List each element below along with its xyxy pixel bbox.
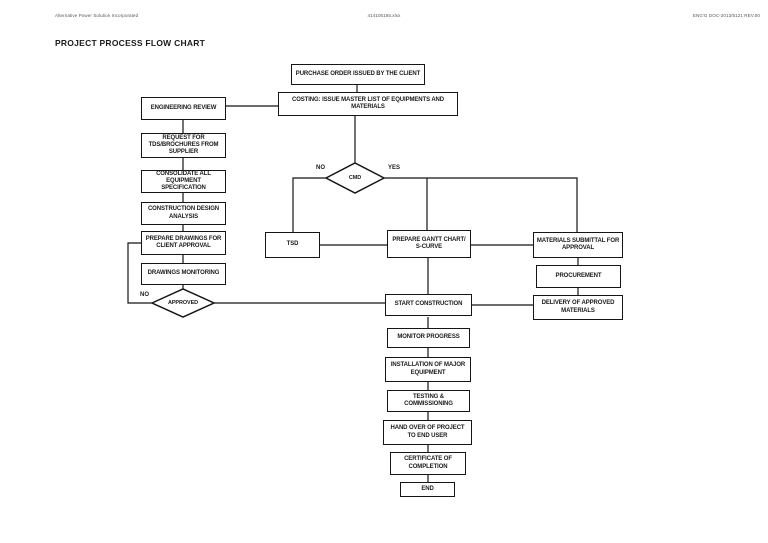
header-right: ENG'G DOC-2013/5121 REV.00 bbox=[692, 13, 760, 18]
decision-diamond-cmd bbox=[324, 162, 386, 194]
decision-label-cmd: CMD bbox=[348, 175, 362, 181]
edge-label-approved-no: NO bbox=[140, 292, 149, 298]
flow-node-procurement: PROCUREMENT bbox=[536, 265, 621, 288]
flow-node-handover: HAND OVER OF PROJECT TO END USER bbox=[383, 420, 472, 445]
flow-node-gantt-chart: PREPARE GANTT CHART/ S-CURVE bbox=[387, 230, 471, 258]
edge-label-cmd-yes: YES bbox=[388, 165, 401, 171]
edge-label-cmd-no: NO bbox=[316, 165, 325, 171]
flow-node-materials-submittal: MATERIALS SUBMITTAL FOR APPROVAL bbox=[533, 232, 623, 258]
flow-node-costing: COSTING: ISSUE MASTER LIST OF EQUIPMENTS… bbox=[278, 92, 458, 116]
flow-node-certificate-completion: CERTIFICATE OF COMPLETION bbox=[390, 452, 466, 475]
flow-node-tsd: TSD bbox=[265, 232, 320, 258]
flow-node-construction-design-analysis: CONSTRUCTION DESIGN ANALYSIS bbox=[141, 202, 226, 225]
flow-node-delivery-materials: DELIVERY OF APPROVED MATERIALS bbox=[533, 295, 623, 320]
page-title: PROJECT PROCESS FLOW CHART bbox=[55, 38, 206, 48]
flow-node-prepare-drawings: PREPARE DRAWINGS FOR CLIENT APPROVAL bbox=[141, 231, 226, 255]
connector-lines bbox=[127, 84, 579, 482]
flow-node-end: END bbox=[400, 482, 455, 497]
decision-diamond-approved bbox=[150, 288, 216, 318]
flow-node-request-tds: REQUEST FOR TDS/BROCHURES FROM SUPPLIER bbox=[141, 133, 226, 158]
flow-node-drawings-monitoring: DRAWINGS MONITORING bbox=[141, 263, 226, 285]
flow-node-start-construction: START CONSTRUCTION bbox=[385, 294, 472, 316]
header-left: Alternative Power Solution Incorporated bbox=[55, 13, 139, 18]
flow-node-engineering-review: ENGINEERING REVIEW bbox=[141, 97, 226, 120]
flow-node-installation-equipment: INSTALLATION OF MAJOR EQUIPMENT bbox=[385, 357, 471, 382]
flow-node-consolidate-specification: CONSOLIDATE ALL EQUIPMENT SPECIFICATION bbox=[141, 170, 226, 193]
header-center: 414105155.xlsx bbox=[367, 13, 401, 18]
decision-label-approved: APPROVED bbox=[167, 300, 199, 306]
flow-node-purchase-order: PURCHASE ORDER ISSUED BY THE CLIENT bbox=[291, 64, 425, 85]
flow-node-testing-commissioning: TESTING & COMMISSIONING bbox=[387, 390, 470, 412]
flow-node-monitor-progress: MONITOR PROGRESS bbox=[387, 328, 470, 348]
